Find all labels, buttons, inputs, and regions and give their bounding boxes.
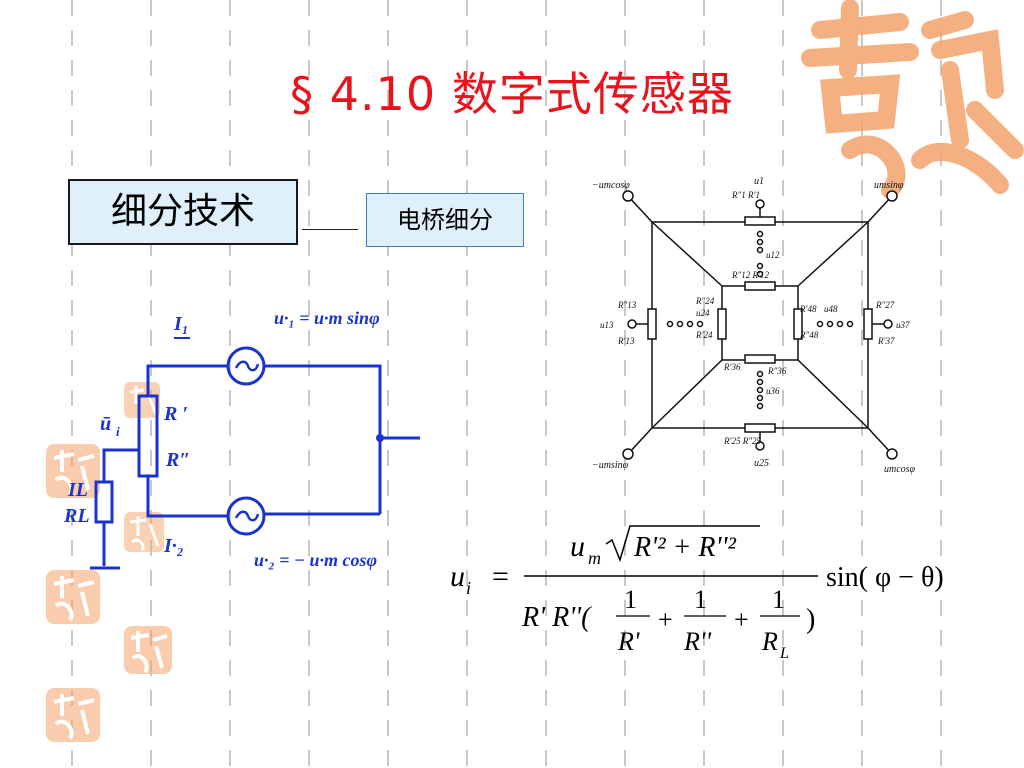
bridge-corner-bl: −umsinφ (592, 460, 629, 471)
formula-lhs: u (450, 560, 465, 593)
bridge-u12: u12 (766, 250, 780, 260)
formula-den-t3: R (761, 627, 778, 656)
label-output-voltage: ū (100, 413, 111, 435)
output-voltage-formula: u i = u m R'² + R''² R' R''( 1 R' + 1 R'… (450, 525, 944, 662)
label-r-prime: R ′ (163, 403, 188, 425)
topic-box-bridge-subdivision: 电桥细分 (366, 193, 524, 247)
bridge-terminal-right: u37 (896, 320, 910, 330)
formula-den-t3-sub: L (779, 645, 789, 662)
topic-box-subdivision: 细分技术 (68, 179, 298, 245)
label-output-sub: i (116, 424, 120, 439)
seal-logo-small-2 (124, 382, 160, 418)
label-current-top: I₁ (173, 313, 189, 335)
label-r-double-prime: R″ (165, 449, 190, 471)
formula-sin-term: sin( φ − θ) (826, 562, 944, 593)
bridge-r36-right: R″36 (767, 366, 787, 376)
label-source-top: u·₁ = u·m sinφ (274, 308, 380, 328)
formula-plus-2: + (734, 605, 749, 634)
bridge-u36: u36 (766, 386, 780, 396)
formula-one-1: 1 (624, 585, 637, 614)
bridge-r24-top: R″24 (695, 296, 715, 306)
formula-lhs-sub: i (466, 578, 471, 598)
bridge-r13-bottom: R′13 (617, 336, 635, 346)
connector-dash (302, 229, 358, 231)
formula-close-paren: ) (806, 604, 815, 635)
bridge-r48-bottom: R″48 (799, 330, 819, 340)
formula-equals: = (492, 560, 509, 593)
label-load-current: IL (67, 479, 88, 501)
seal-logo-large (801, 0, 1024, 199)
bridge-u48: u48 (824, 304, 838, 314)
bridge-corner-tl: −umcosφ (592, 180, 630, 191)
bridge-r-top-pair: R″1 R′1 (731, 190, 760, 200)
bridge-r13-top: R″13 (617, 300, 637, 310)
formula-num-u: u (570, 530, 585, 563)
formula-den-prefix: R' R''( (521, 602, 592, 633)
bridge-subdivision-circuit: I₁ u·₁ = u·m sinφ R ′ R″ ū i IL RL I·₂ u… (63, 308, 420, 570)
bridge-u24: u24 (696, 308, 710, 318)
bridge-r24-bottom: R′24 (695, 330, 713, 340)
bridge-corner-br: umcosφ (884, 464, 916, 475)
seal-logo-small-6 (46, 688, 100, 742)
formula-sqrt-sign (605, 525, 760, 563)
bridge-r37: R′37 (877, 336, 895, 346)
bridge-r-inner-top: R″12 R′12 (731, 270, 769, 280)
label-source-bottom: u·₂ = − u·m cosφ (254, 550, 377, 570)
seal-logo-small-3 (124, 512, 164, 552)
bridge-terminal-left: u13 (600, 320, 614, 330)
bridge-terminal-top: u1 (754, 176, 764, 187)
seal-logo-small-4 (46, 570, 100, 624)
bridge-r48-top: R′48 (799, 304, 817, 314)
bridge-terminal-bottom: u25 (754, 458, 769, 469)
formula-den-t2: R'' (683, 627, 711, 656)
formula-one-3: 1 (772, 585, 785, 614)
slide-title: § 4.10 数字式传感器 (290, 67, 734, 121)
resistor-bridge-network-diagram: −umcosφ umsinφ −umsinφ umcosφ u1 R″1 R′1… (592, 176, 916, 475)
label-current-bottom: I·₂ (163, 535, 184, 557)
bridge-r36-left: R′36 (723, 362, 741, 372)
seal-logo-small-5 (124, 626, 172, 674)
bridge-r27: R″27 (875, 300, 895, 310)
label-load-resistor: RL (63, 505, 90, 527)
bridge-r25-pair: R′25 R″25 (723, 436, 761, 446)
junction-dot (376, 434, 384, 442)
formula-radicand: R'² + R''² (633, 532, 736, 563)
seal-logo-small-1 (46, 444, 100, 498)
bridge-corner-tr: umsinφ (874, 180, 904, 191)
formula-one-2: 1 (694, 585, 707, 614)
formula-num-u-sub: m (588, 548, 601, 568)
formula-plus-1: + (658, 605, 673, 634)
formula-den-t1: R' (617, 627, 640, 656)
